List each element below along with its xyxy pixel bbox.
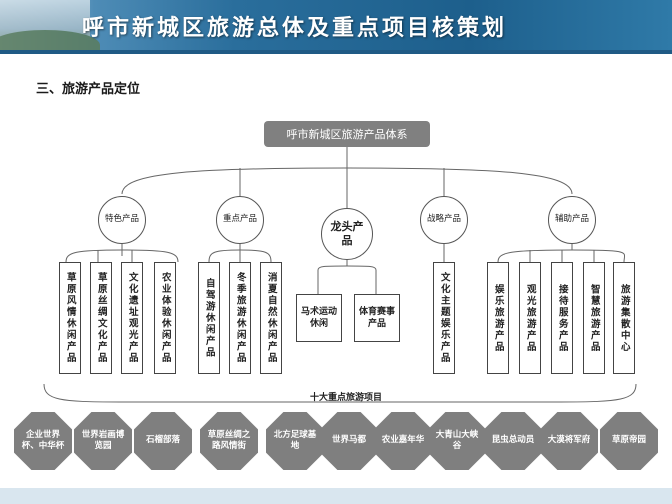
project-octagon: 世界岩画博览园: [74, 412, 132, 470]
product-box: 自驾游休闲产品: [198, 262, 220, 374]
category-longtou: 龙头产品: [321, 208, 373, 260]
product-box: 体育赛事产品: [354, 294, 400, 342]
project-octagon: 企业世界杯、中华杯: [14, 412, 72, 470]
project-octagon: 草原丝绸之路风情街: [200, 412, 258, 470]
project-octagon: 大青山大峡谷: [428, 412, 486, 470]
footer-bar: [0, 488, 672, 504]
project-octagon: 农业嘉年华: [374, 412, 432, 470]
header-banner: 呼市新城区旅游总体及重点项目核策划: [0, 0, 672, 52]
product-box: 草原丝绸文化产品: [90, 262, 112, 374]
section-title: 三、旅游产品定位: [36, 82, 141, 97]
product-box: 马术运动休闲: [296, 294, 342, 342]
page-title: 呼市新城区旅游总体及重点项目核策划: [82, 16, 508, 41]
category-zhongdian: 重点产品: [216, 196, 264, 244]
category-tese: 特色产品: [98, 196, 146, 244]
product-box: 文化遗址观光产品: [121, 262, 143, 374]
category-fuzhu: 辅助产品: [548, 196, 596, 244]
project-octagon: 世界马都: [320, 412, 378, 470]
product-box: 文化主题娱乐产品: [433, 262, 455, 374]
project-octagon: 昆虫总动员: [484, 412, 542, 470]
product-box: 旅游集散中心: [613, 262, 635, 374]
project-octagon: 石榴部落: [134, 412, 192, 470]
product-box: 接待服务产品: [551, 262, 573, 374]
product-box: 消夏自然休闲产品: [260, 262, 282, 374]
project-octagon: 北方足球基地: [266, 412, 324, 470]
product-box: 娱乐旅游产品: [487, 262, 509, 374]
product-box: 冬季旅游休闲产品: [229, 262, 251, 374]
product-box: 农业体验休闲产品: [154, 262, 176, 374]
project-octagon: 草原帝园: [600, 412, 658, 470]
product-box: 草原风情休闲产品: [59, 262, 81, 374]
banner-landscape-image: [0, 0, 100, 52]
project-octagon: 大漠将军府: [540, 412, 598, 470]
ten-projects-label: 十大重点旅游项目: [309, 393, 382, 403]
category-zhanlue: 战略产品: [420, 196, 468, 244]
product-box: 观光旅游产品: [519, 262, 541, 374]
banner-divider: [0, 50, 672, 54]
product-system-root: 呼市新城区旅游产品体系: [264, 121, 430, 147]
product-box: 智慧旅游产品: [583, 262, 605, 374]
